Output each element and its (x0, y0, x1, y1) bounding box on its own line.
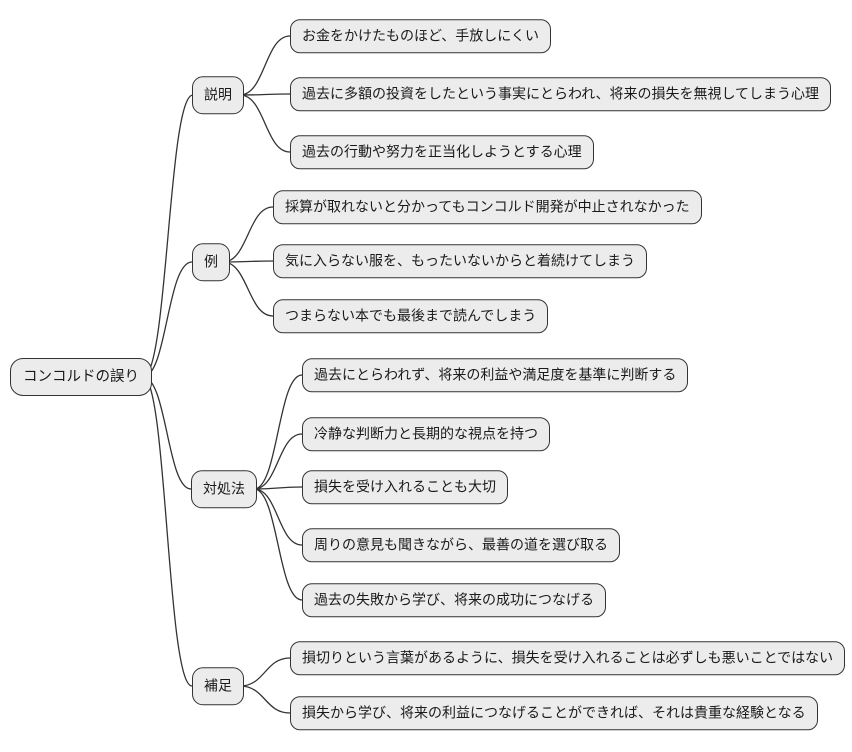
leaf-node-examples-2: 気に入らない服を、もったいないからと着続けてしまう (273, 244, 647, 278)
edge-notes-1 (239, 657, 291, 687)
edge-remedies-5 (253, 488, 303, 601)
edge-root-remedies (142, 376, 192, 490)
leaf-node-remedies-4: 周りの意見も聞きながら、最善の道を選び取る (302, 528, 620, 562)
edge-root-explanation (142, 94, 194, 378)
edge-remedies-2 (253, 433, 303, 490)
edge-examples-1 (222, 206, 274, 263)
edge-explanation-3 (239, 94, 291, 153)
edge-explanation-2 (239, 93, 291, 96)
edge-explanation-1 (239, 35, 291, 96)
edge-examples-2 (222, 260, 274, 263)
leaf-node-explanation-1: お金をかけたものほど、手放しにくい (290, 19, 552, 53)
leaf-node-remedies-2: 冷静な判断力と長期的な視点を持つ (302, 417, 550, 451)
edge-notes-2 (239, 685, 291, 714)
leaf-node-examples-1: 採算が取れないと分かってもコンコルド開発が中止されなかった (273, 190, 702, 224)
branch-node-notes: 補足 (192, 667, 244, 705)
edge-root-notes (142, 376, 193, 687)
edge-remedies-3 (253, 486, 303, 490)
edge-root-examples (142, 261, 193, 378)
branch-node-explanation: 説明 (192, 76, 244, 114)
leaf-node-explanation-3: 過去の行動や努力を正当化しようとする心理 (290, 135, 594, 169)
leaf-node-remedies-1: 過去にとらわれず、将来の利益や満足度を基準に判断する (302, 358, 689, 392)
leaf-node-notes-1: 損切りという言葉があるように、損失を受け入れることは必ずしも悪いことではない (290, 641, 846, 675)
leaf-node-explanation-2: 過去に多額の投資をしたという事実にとらわれ、将来の損失を無視してしまう心理 (290, 77, 832, 111)
leaf-node-notes-2: 損失から学び、将来の利益につなげることができれば、それは貴重な経験となる (290, 696, 818, 730)
leaf-node-remedies-5: 過去の失敗から学び、将来の成功につなげる (302, 583, 606, 617)
edge-remedies-4 (253, 488, 303, 546)
edge-examples-3 (222, 261, 274, 317)
branch-node-remedies: 対処法 (191, 470, 257, 508)
root-node-concorde-fallacy: コンコルドの誤り (10, 357, 152, 397)
branch-node-examples: 例 (192, 243, 230, 281)
edge-remedies-1 (253, 374, 303, 490)
leaf-node-remedies-3: 損失を受け入れることも大切 (302, 470, 508, 504)
leaf-node-examples-3: つまらない本でも最後まで読んでしまう (273, 299, 549, 333)
